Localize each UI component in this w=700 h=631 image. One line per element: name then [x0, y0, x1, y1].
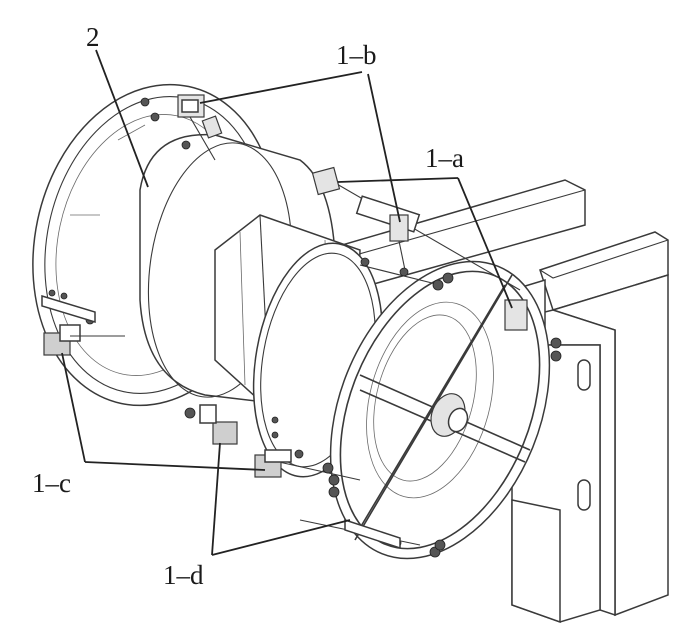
label-part-1c: 1–c	[32, 468, 71, 498]
ring-bolts	[140, 97, 370, 498]
clamp-1a	[311, 166, 562, 362]
clamp-1b-front	[355, 195, 421, 277]
clamp-1d	[184, 404, 446, 558]
label-part-1a: 1–a	[425, 143, 464, 173]
label-part-2: 2	[86, 22, 100, 52]
leader-lines	[61, 49, 513, 556]
label-part-1d: 1–d	[163, 560, 204, 590]
label-part-1b: 1–b	[336, 40, 377, 70]
clamp-1c	[41, 289, 304, 478]
clamp-1b-top	[177, 94, 223, 161]
front-ring	[329, 260, 551, 560]
